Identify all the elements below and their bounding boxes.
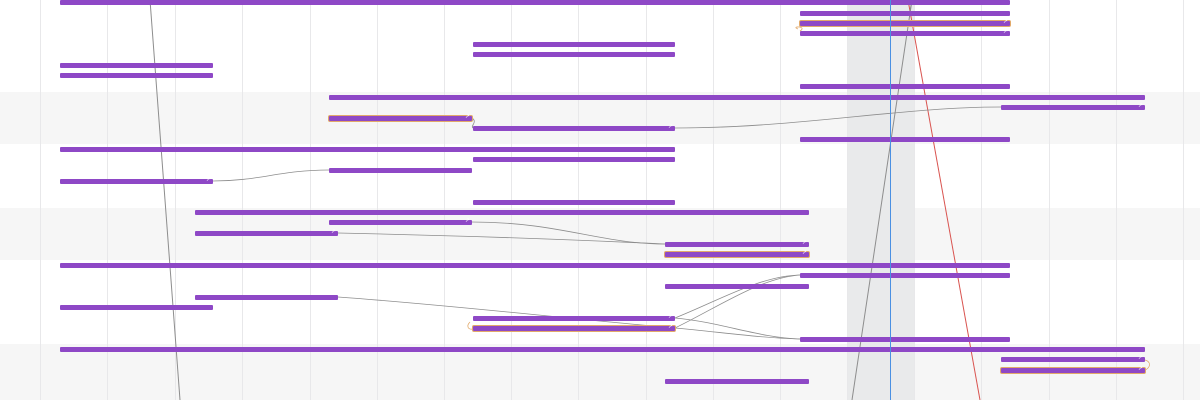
link-icon[interactable]: ↗	[1003, 28, 1009, 35]
dependency-connector	[674, 274, 801, 319]
task-bar[interactable]	[473, 42, 675, 47]
task-bar[interactable]	[60, 147, 675, 152]
task-bar[interactable]	[665, 284, 809, 289]
dependency-line	[149, 0, 181, 400]
task-bar[interactable]	[60, 347, 1145, 352]
task-bar[interactable]: ↗	[473, 323, 675, 331]
task-bar[interactable]	[665, 379, 809, 384]
task-bar[interactable]	[473, 52, 675, 57]
task-bar[interactable]	[800, 337, 1010, 342]
dependency-connector	[471, 221, 666, 245]
link-icon[interactable]: ↗	[465, 113, 471, 120]
link-icon[interactable]: ↗	[668, 323, 674, 330]
grid-line	[107, 0, 108, 400]
dependency-connector	[471, 117, 475, 129]
dependency-connector	[337, 296, 676, 329]
task-bar[interactable]	[195, 210, 809, 215]
row-band	[0, 92, 1200, 144]
task-bar[interactable]	[60, 0, 1010, 5]
selection-outline	[1144, 359, 1150, 371]
task-bar[interactable]: ↗	[1001, 365, 1145, 373]
task-bar[interactable]: ↗	[800, 28, 1010, 36]
grid-line	[1183, 0, 1184, 400]
task-bar[interactable]: ↗	[473, 123, 675, 131]
grid-line	[1049, 0, 1050, 400]
link-icon[interactable]: ↗	[1138, 365, 1144, 372]
task-bar[interactable]	[60, 305, 213, 310]
selection-outline	[467, 321, 474, 330]
dependency-connector	[674, 106, 1002, 129]
grid-line	[847, 0, 848, 400]
link-icon[interactable]: ↗	[1138, 354, 1144, 361]
dependency-connector	[212, 169, 330, 182]
task-bar[interactable]	[195, 295, 338, 300]
task-bar[interactable]	[800, 137, 1010, 142]
task-bar[interactable]: ↗	[1001, 354, 1145, 362]
task-bar[interactable]	[800, 273, 1010, 278]
task-bar[interactable]	[473, 200, 675, 205]
link-icon[interactable]: ↗	[802, 249, 808, 256]
task-bar[interactable]: ↗	[329, 217, 472, 225]
link-icon[interactable]: ↗	[802, 239, 808, 246]
task-bar[interactable]: ↗	[195, 228, 338, 236]
task-bar[interactable]: ↗	[800, 18, 1010, 26]
link-icon[interactable]: ↗	[1138, 102, 1144, 109]
task-bar[interactable]	[60, 263, 1010, 268]
grid-line	[40, 0, 41, 400]
task-bar[interactable]: ↗	[60, 176, 213, 184]
task-bar[interactable]	[473, 157, 675, 162]
task-bar[interactable]	[800, 11, 1010, 16]
dependency-connector	[674, 274, 801, 329]
dependency-line	[851, 0, 913, 400]
link-icon[interactable]: ↗	[206, 176, 212, 183]
grid-line	[780, 0, 781, 400]
grid-line	[242, 0, 243, 400]
row-band	[0, 344, 1200, 400]
grid-line	[444, 0, 445, 400]
task-bar[interactable]: ↗	[1001, 102, 1145, 110]
task-bar[interactable]: ↗	[329, 113, 472, 121]
grid-line	[713, 0, 714, 400]
grid-line	[981, 0, 982, 400]
grid-line	[377, 0, 378, 400]
current-time-marker[interactable]	[890, 0, 891, 400]
link-icon[interactable]: ↗	[1003, 18, 1009, 25]
task-bar[interactable]	[329, 95, 1145, 100]
grid-line	[914, 0, 915, 400]
task-bar[interactable]	[60, 63, 213, 68]
dependency-connector	[674, 327, 801, 340]
today-highlight-column	[848, 0, 914, 400]
task-bar[interactable]	[329, 168, 472, 173]
link-icon[interactable]: ↗	[668, 313, 674, 320]
grid-line	[175, 0, 176, 400]
grid-line	[310, 0, 311, 400]
link-icon[interactable]: ↗	[331, 228, 337, 235]
dependency-connector	[337, 232, 666, 245]
critical-path-line	[907, 0, 981, 400]
selection-outline	[795, 26, 803, 32]
task-bar[interactable]	[60, 73, 213, 78]
dependency-connector	[674, 317, 801, 340]
link-icon[interactable]: ↗	[668, 123, 674, 130]
task-bar[interactable]: ↗	[473, 313, 675, 321]
link-icon[interactable]: ↗	[465, 217, 471, 224]
task-bar[interactable]	[800, 84, 1010, 89]
grid-line	[1116, 0, 1117, 400]
task-bar[interactable]: ↗	[665, 249, 809, 257]
task-bar[interactable]: ↗	[665, 239, 809, 247]
